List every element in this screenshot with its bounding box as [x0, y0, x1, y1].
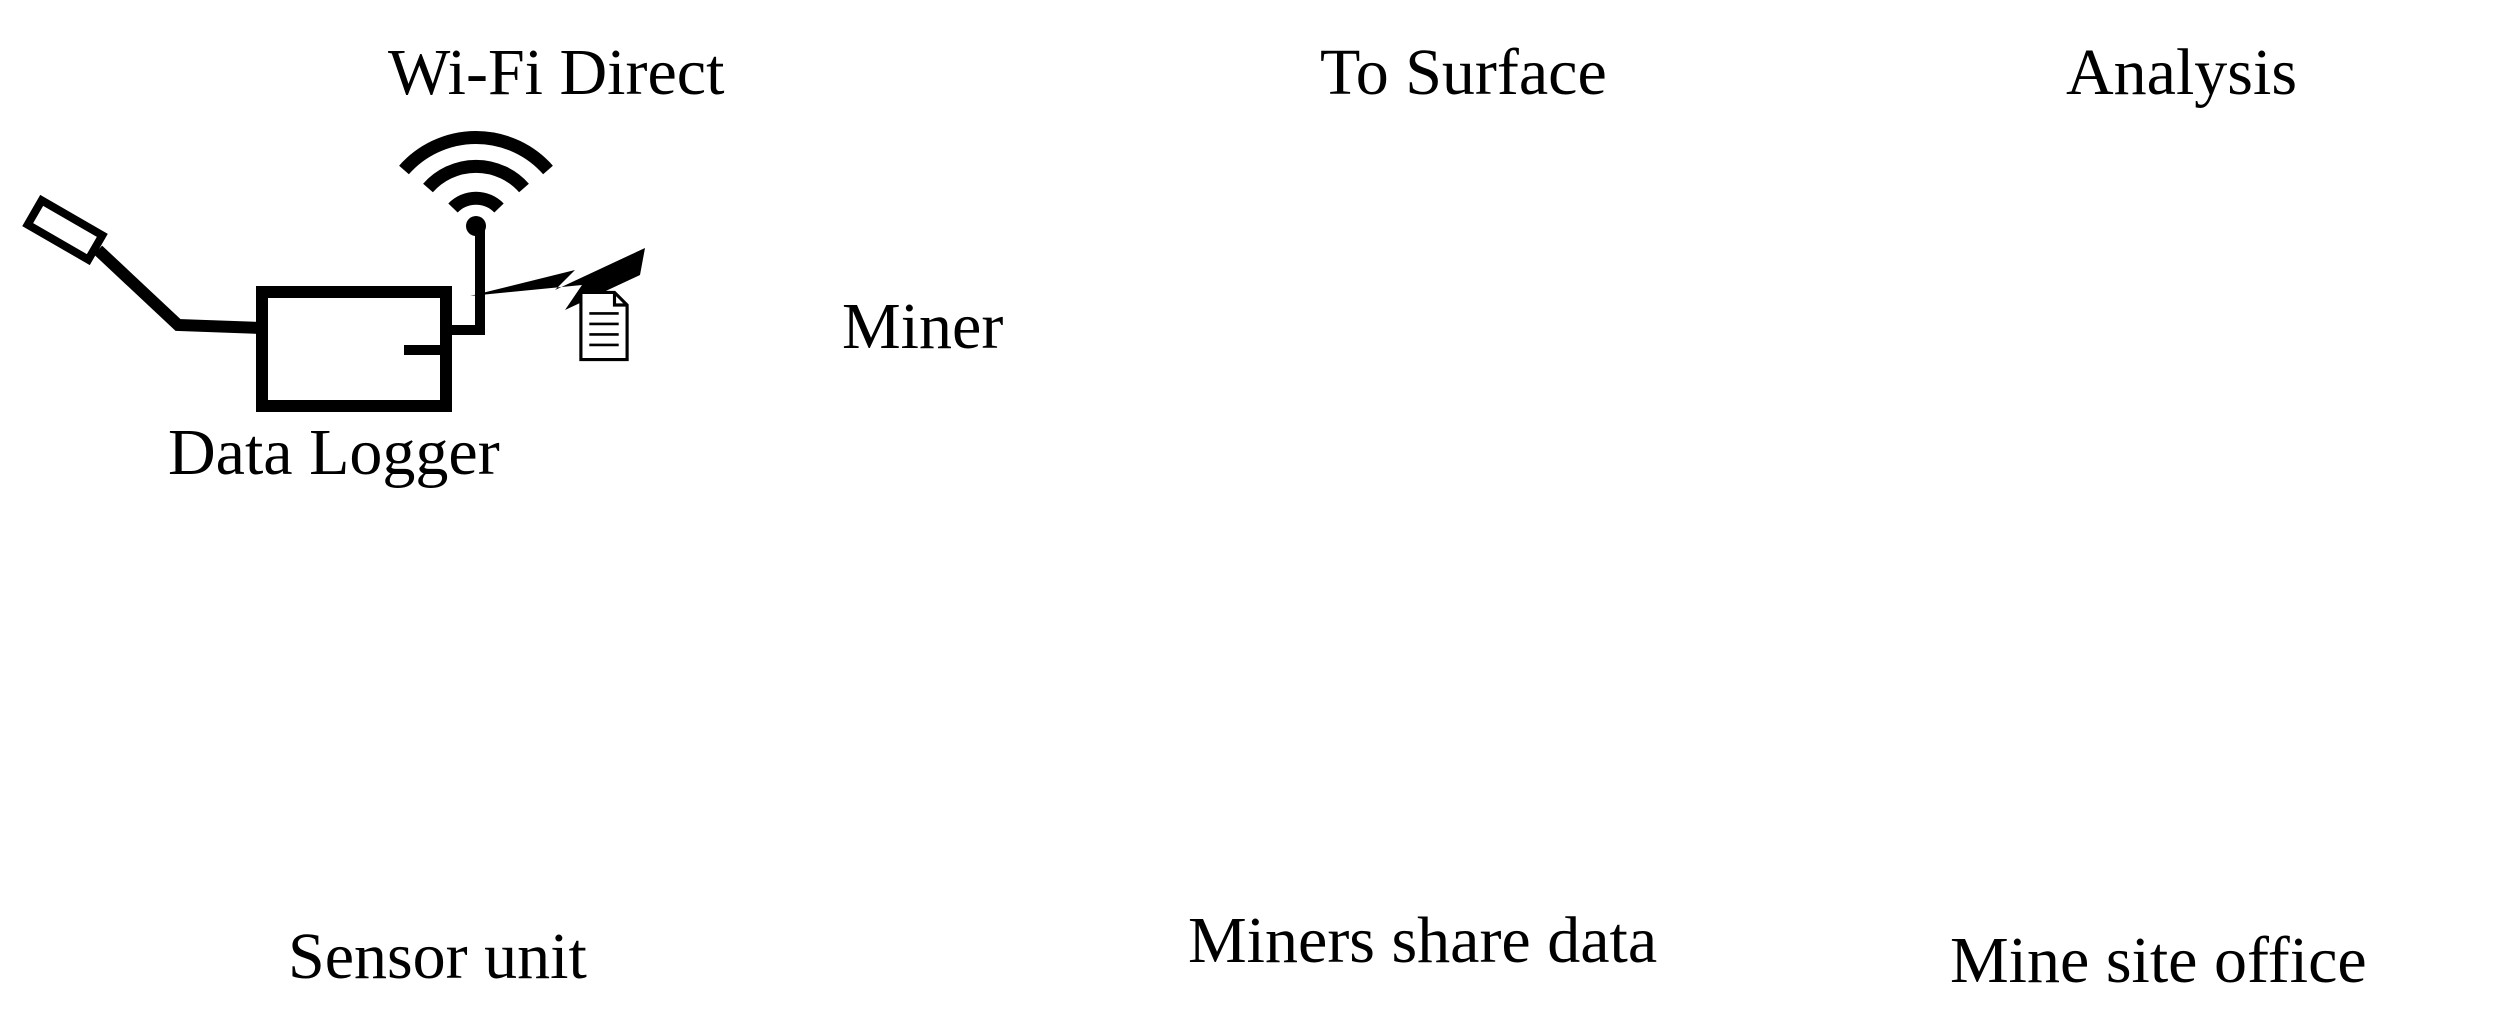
- to-surface-label: To Surface: [1320, 36, 1607, 109]
- lightning-transfer-icon: [470, 248, 645, 310]
- sensor-unit-label: Sensor unit: [288, 920, 587, 993]
- document-icon: [579, 290, 629, 362]
- analysis-label: Analysis: [2066, 36, 2297, 109]
- wifi-icon: [399, 131, 553, 236]
- mine-site-office-label: Mine site office: [1950, 924, 2367, 997]
- data-logger-label: Data Logger: [168, 416, 500, 489]
- miner-label: Miner: [842, 290, 1004, 363]
- miners-share-data-label: Miners share data: [1188, 904, 1658, 977]
- data-logger-probe-cable: [22, 194, 263, 334]
- wifi-direct-label: Wi-Fi Direct: [388, 36, 725, 109]
- data-logger-box: [256, 230, 485, 412]
